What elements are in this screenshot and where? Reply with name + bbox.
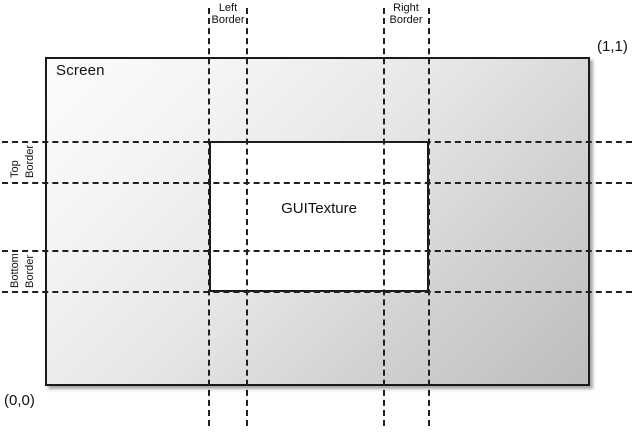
guitexture-label: GUITexture xyxy=(281,200,357,217)
guide-line-horizontal-bottom-inner xyxy=(2,250,632,252)
guide-line-horizontal-top-outer xyxy=(2,141,632,143)
right-border-label: Right Border xyxy=(374,2,438,26)
bottom-border-label-line1: Bottom xyxy=(9,253,21,288)
guide-line-vertical-right-inner xyxy=(383,8,385,426)
guide-line-horizontal-bottom-outer xyxy=(2,291,632,293)
left-border-label-line1: Left xyxy=(218,2,238,14)
coordinate-label-max: (1,1) xyxy=(597,38,628,55)
screen-label: Screen xyxy=(56,62,105,79)
bottom-border-label-line2: Border xyxy=(24,254,36,288)
coordinate-label-origin: (0,0) xyxy=(4,392,35,409)
right-border-label-line2: Border xyxy=(389,14,423,26)
top-border-label-line1: Top xyxy=(9,160,21,178)
guide-line-vertical-right-outer xyxy=(428,8,430,426)
right-border-label-line1: Right xyxy=(393,2,419,14)
guide-line-vertical-left-inner xyxy=(246,8,248,426)
guitexture-rectangle xyxy=(209,141,429,292)
left-border-label-line2: Border xyxy=(211,14,245,26)
guide-line-vertical-left-outer xyxy=(208,8,210,426)
guide-line-horizontal-top-inner xyxy=(2,182,632,184)
left-border-label: Left Border xyxy=(196,2,260,26)
top-border-label-line2: Border xyxy=(24,144,36,178)
